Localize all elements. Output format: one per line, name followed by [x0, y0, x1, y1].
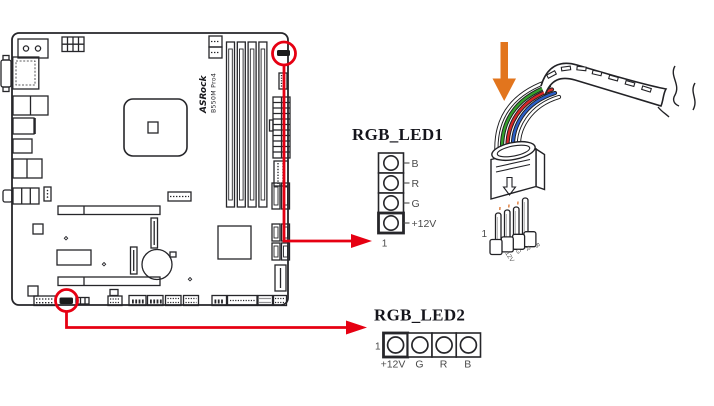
led2-pin1-label: 1: [375, 342, 381, 353]
motherboard-outline: [11, 32, 289, 306]
rgb-led2-callout-line: [65, 311, 346, 329]
strip-pin-header: [489, 197, 537, 256]
connector-arrow-icon: [502, 176, 517, 196]
chipset: [217, 225, 252, 260]
strip-pin-label-r: R: [523, 245, 532, 253]
wire-green: [500, 84, 551, 153]
rgb-led2-title: RGB_LED2: [374, 306, 465, 325]
led-strip: [540, 62, 696, 118]
rgb-led1-title: RGB_LED1: [352, 125, 443, 144]
front-panel-connectors: [27, 191, 193, 297]
led2-pin-label-12v: +12V: [381, 359, 406, 371]
strip-pin-label-12v: 12V: [503, 250, 515, 264]
sata-ports: [271, 182, 291, 292]
rgb-led2-header-diagram: RGB_LED2 1 +12V G R B: [374, 306, 482, 371]
strip-pin-label-g: G: [514, 248, 523, 256]
strip-pin-label-b: B: [533, 242, 541, 249]
rgb-led2-arrow: [346, 320, 367, 335]
rgb-led1-callout-line: [282, 65, 351, 243]
rgb-led1-header-diagram: RGB_LED1 B R G +12V 1: [352, 125, 443, 250]
callouts: [54, 40, 372, 335]
led2-pin-hole: [411, 336, 429, 354]
strip-connector: [490, 140, 546, 200]
strip-break-squiggles: [657, 65, 696, 118]
rgb-led2-board-header: [59, 297, 73, 304]
strip-header-base: [489, 231, 537, 256]
led2-pin-hole: [459, 336, 478, 354]
led1-pin-label-b: B: [412, 158, 419, 170]
cpu-power-connector: [61, 36, 85, 53]
led1-pin-hole: [382, 155, 399, 172]
led2-pin-hole: [435, 336, 453, 354]
led2-pin-label-g: G: [415, 359, 423, 371]
bottom-headers: [33, 288, 288, 307]
dimm-slots: [225, 41, 268, 208]
board-brand-label: ASRock: [199, 75, 209, 114]
board-model-label: B550M Pro4: [211, 73, 218, 113]
led1-pin-hole: [382, 175, 399, 192]
led1-pin-hole: [382, 195, 399, 212]
led2-pin-label-b: B: [464, 359, 471, 371]
cmos-battery: [141, 248, 177, 281]
atx-power-connector: [268, 96, 291, 159]
motherboard-diagram: ASRock B550M Pro4: [0, 32, 291, 307]
led2-pin-hole: [386, 336, 405, 354]
led1-pin-hole: [382, 215, 399, 232]
speaker-header: [17, 38, 49, 59]
led1-pin1-label: 1: [382, 239, 388, 250]
strip-pin1-label: 1: [481, 229, 487, 240]
led-strip-cutouts: [545, 65, 653, 93]
rgb-led1-board-header: [277, 50, 290, 56]
led-strip-illustration: 1 12V G R B: [481, 42, 696, 264]
cpu-socket: [123, 98, 188, 157]
led1-pin-label-g: G: [412, 198, 420, 210]
rear-io-ports: [0, 54, 52, 205]
wire-red: [506, 88, 554, 151]
led2-pin-label-r: R: [440, 359, 448, 371]
pcie-slots: [56, 205, 161, 287]
rgb-led1-arrow: [351, 234, 372, 248]
led1-pin-label-12v: +12V: [412, 218, 437, 230]
fan-header-top: [208, 35, 223, 59]
insert-arrow-icon: [492, 42, 516, 101]
wire-white-1: [495, 80, 548, 155]
led1-pin-label-r: R: [412, 178, 420, 190]
